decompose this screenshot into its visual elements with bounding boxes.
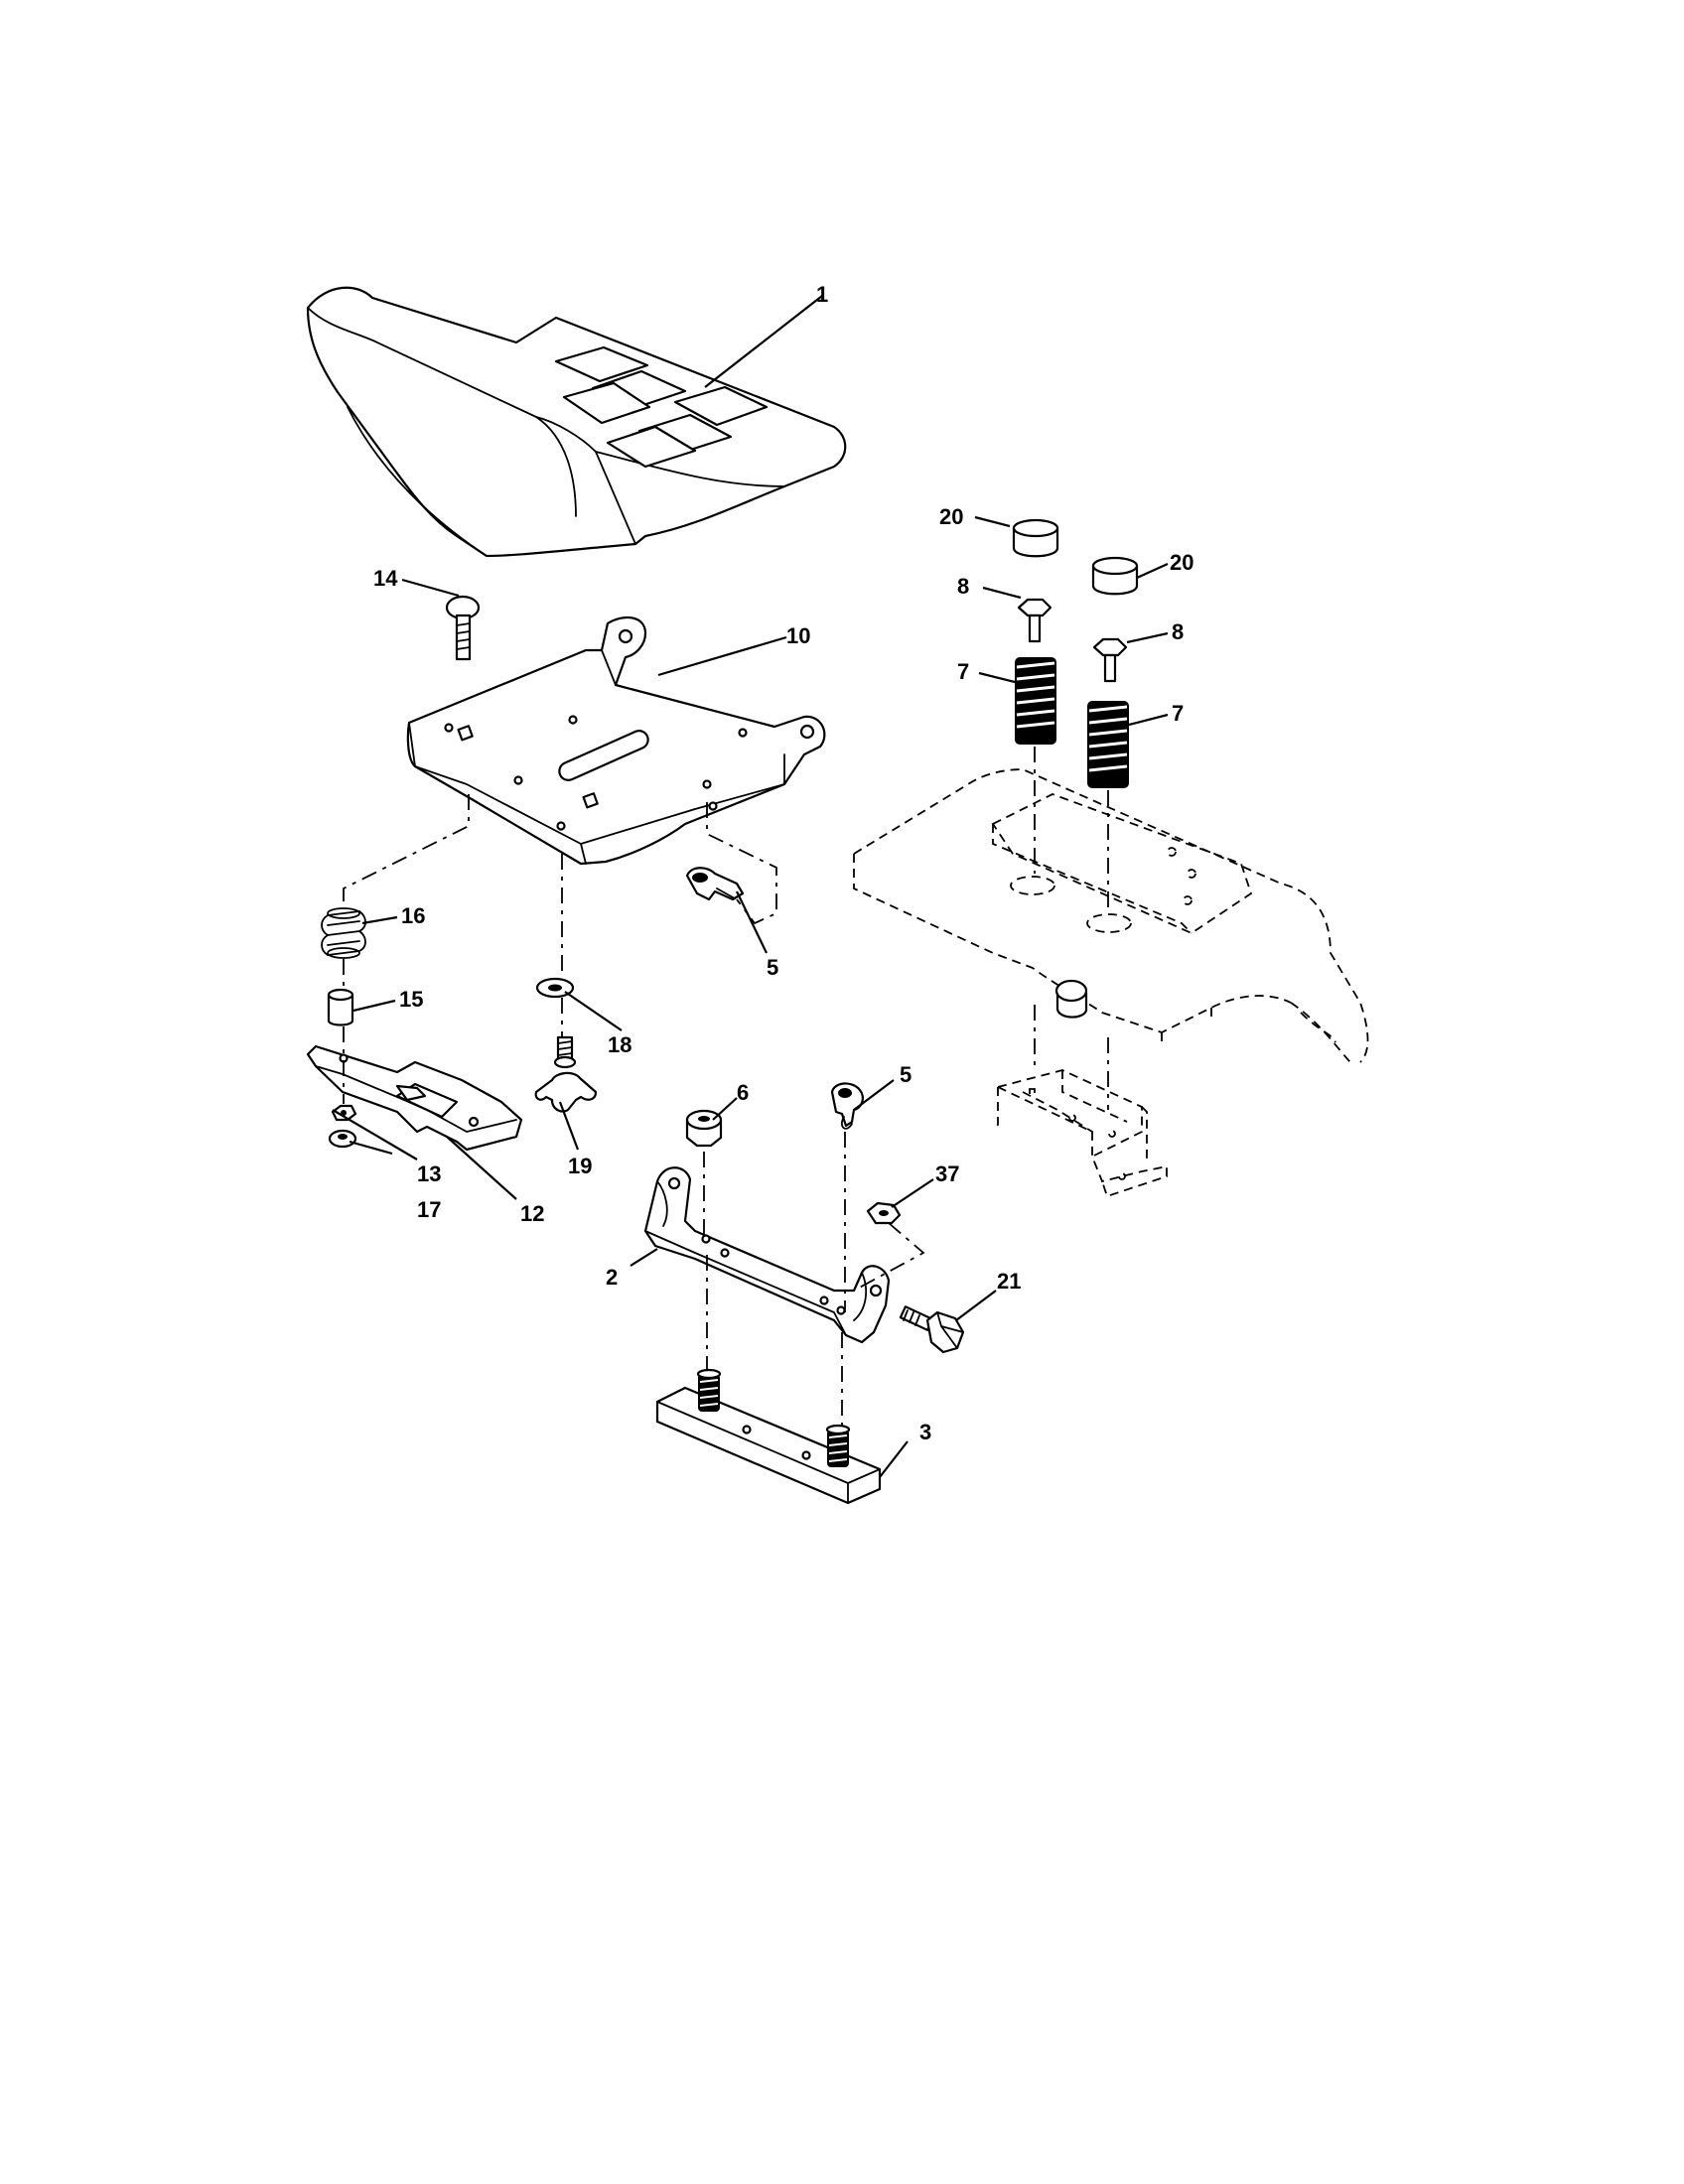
plate-part-3 bbox=[655, 1368, 882, 1505]
clip-part-5-upper bbox=[685, 867, 745, 901]
callout-part-5-upper: 5 bbox=[767, 955, 778, 980]
callout-part-8-left: 8 bbox=[957, 574, 969, 599]
callout-part-1: 1 bbox=[816, 282, 828, 307]
callout-part-37: 37 bbox=[935, 1161, 959, 1186]
callout-part-6: 6 bbox=[737, 1080, 749, 1105]
callout-part-18: 18 bbox=[608, 1032, 632, 1057]
callout-part-21: 21 bbox=[997, 1269, 1021, 1294]
nut-part-6 bbox=[685, 1109, 723, 1148]
callout-part-17: 17 bbox=[417, 1197, 441, 1222]
callout-part-10: 10 bbox=[786, 623, 810, 648]
callout-part-19: 19 bbox=[568, 1154, 592, 1178]
nut-part-17 bbox=[328, 1129, 357, 1149]
callout-part-7-right: 7 bbox=[1172, 701, 1184, 726]
callout-part-20-right: 20 bbox=[1170, 550, 1193, 575]
fender-reference-outline bbox=[853, 768, 1369, 1063]
spacer-part-20-left bbox=[1012, 518, 1059, 558]
bolt-part-21 bbox=[899, 1305, 965, 1354]
callout-part-16: 16 bbox=[401, 903, 425, 928]
shoulder-bolt-part-8-left bbox=[1017, 598, 1052, 643]
knob-part-19 bbox=[534, 1035, 598, 1113]
washer-part-18 bbox=[535, 977, 575, 999]
bracket-part-2 bbox=[643, 1166, 891, 1344]
callout-part-13: 13 bbox=[417, 1161, 441, 1186]
seat-mount-bracket-reference bbox=[992, 1069, 1168, 1198]
nut-part-37 bbox=[866, 1201, 902, 1225]
seat-grip-panels bbox=[554, 345, 769, 469]
leader-lines bbox=[332, 295, 1169, 1478]
plate-part-12 bbox=[306, 1044, 523, 1152]
assembly-lines bbox=[343, 747, 1109, 1428]
spring-part-16 bbox=[321, 907, 366, 959]
seat-part-1 bbox=[306, 286, 847, 558]
callout-part-7-left: 7 bbox=[957, 659, 969, 684]
callout-part-14: 14 bbox=[373, 566, 398, 591]
nut-part-13 bbox=[331, 1104, 357, 1122]
spring-part-7-right bbox=[1087, 701, 1129, 788]
callout-part-12: 12 bbox=[520, 1201, 544, 1226]
bushing-part-15 bbox=[327, 988, 354, 1026]
callout-part-8-right: 8 bbox=[1172, 619, 1184, 644]
callout-part-5-lower: 5 bbox=[900, 1062, 912, 1087]
callout-part-2: 2 bbox=[606, 1265, 618, 1290]
carriage-bolt-part-14 bbox=[445, 595, 481, 661]
shoulder-bolt-part-8-right bbox=[1092, 637, 1128, 683]
callout-part-20-left: 20 bbox=[939, 504, 963, 529]
spacer-part-20-right bbox=[1091, 556, 1139, 596]
spring-part-7-left bbox=[1015, 657, 1056, 745]
callout-labels: 1 10 14 20 20 8 8 7 7 16 15 13 17 12 18 … bbox=[373, 282, 1193, 1444]
clip-part-5-lower bbox=[830, 1082, 864, 1130]
fender-knob bbox=[1054, 979, 1088, 1019]
callout-part-15: 15 bbox=[399, 987, 423, 1012]
seat-pan-part-10 bbox=[406, 615, 826, 866]
callout-part-3: 3 bbox=[919, 1420, 931, 1444]
